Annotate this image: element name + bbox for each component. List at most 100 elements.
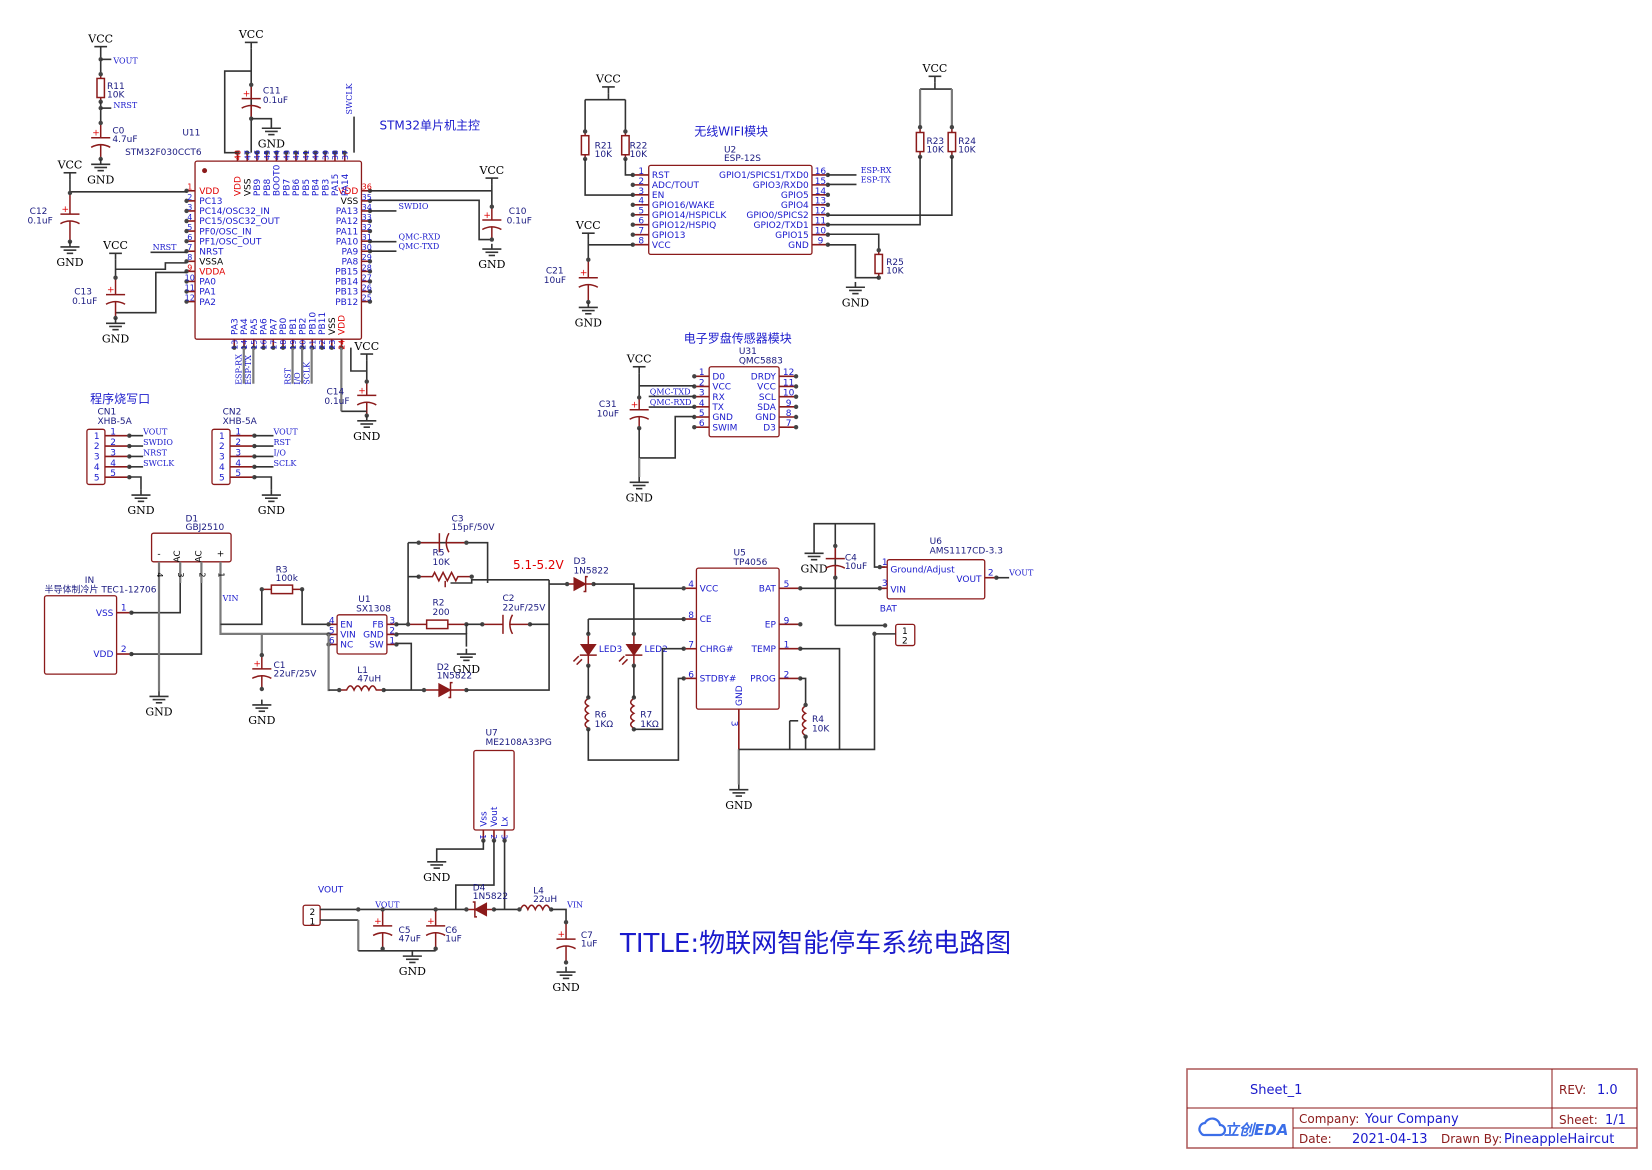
gnd-label: GND <box>145 706 172 719</box>
label: 3 <box>110 448 116 458</box>
lceda-logo: 立创EDA <box>1198 1117 1288 1139</box>
junction-dot <box>184 228 189 234</box>
wire <box>624 159 633 176</box>
pin-name: PB4 <box>312 178 322 196</box>
label: QMC5883 <box>739 357 783 367</box>
label: C10 <box>509 207 527 217</box>
label: SX1308 <box>356 605 391 615</box>
junction-dot <box>416 540 421 545</box>
vcc-label: VCC <box>57 159 83 172</box>
pin-name: VDD <box>234 176 244 196</box>
label: Ground/Adjust <box>890 565 955 575</box>
wire <box>254 476 273 490</box>
label: SWDIO <box>143 438 173 447</box>
pin-number: 24 <box>338 340 347 350</box>
label: U6 <box>930 537 943 547</box>
vcc-symbol: VCC <box>922 62 947 83</box>
pin-name: PA10 <box>336 237 359 247</box>
label: 8 <box>688 611 694 621</box>
label: GPIO4 <box>781 201 809 211</box>
label: LED3 <box>599 645 622 655</box>
pin-name: VDD <box>338 315 348 335</box>
junction-dot <box>464 907 469 912</box>
label: 3 <box>499 834 508 839</box>
polarity-mark: + <box>92 129 100 139</box>
vcc-symbol: VCC <box>595 73 621 94</box>
gnd-label: GND <box>800 562 827 575</box>
label: D3 <box>763 423 776 433</box>
inductor-icon <box>337 685 386 693</box>
label: 5 <box>94 473 100 483</box>
label: R24 <box>958 137 976 147</box>
label: AC <box>194 550 204 562</box>
gnd-symbol: GND <box>248 699 276 727</box>
label: R25 <box>886 258 904 268</box>
sheet-number: 1/1 <box>1605 1113 1626 1128</box>
label: RX <box>712 393 724 403</box>
pin-name: VSS <box>328 317 338 335</box>
pin-name: PA13 <box>336 207 358 217</box>
pin-number: 41 <box>302 150 311 160</box>
label: 2 <box>94 442 100 452</box>
label: 100k <box>276 574 299 584</box>
capacitor-plate <box>825 564 846 569</box>
junction-dot <box>917 125 923 130</box>
resistor-icon <box>874 247 884 280</box>
pin-name: PC13 <box>199 197 222 207</box>
junction-dot <box>367 299 373 304</box>
polarity-mark: + <box>483 211 491 221</box>
resistor-icon <box>405 619 469 630</box>
pin-number: 32 <box>362 223 372 232</box>
label: 1 <box>784 641 790 651</box>
vout-connector <box>302 904 321 927</box>
label: Lx <box>501 816 511 827</box>
gnd-symbol: GND <box>800 548 828 575</box>
label: 1 <box>882 558 888 568</box>
led-icon <box>618 631 643 668</box>
gnd-label: GND <box>725 799 752 812</box>
label: D2 <box>437 663 450 673</box>
junction-dot <box>356 907 361 912</box>
polarity-mark: + <box>427 917 435 927</box>
pin-name: PC14/OSC32_IN <box>199 207 270 217</box>
junction-dot <box>98 120 103 126</box>
pin-name: PB3 <box>321 179 331 196</box>
vcc-symbol: VCC <box>57 159 83 180</box>
label: 5 <box>235 469 241 479</box>
label: 2 <box>389 626 395 636</box>
wire <box>738 633 876 751</box>
label: 3 <box>389 616 395 626</box>
label: 14 <box>815 187 827 197</box>
junction-dot <box>630 212 636 217</box>
wire <box>448 681 453 699</box>
label: GPIO5 <box>781 191 809 201</box>
pin-name: PB7 <box>282 179 292 196</box>
gnd-label: GND <box>423 871 450 884</box>
pin-number: 36 <box>362 183 372 192</box>
pin-number: 34 <box>362 203 372 212</box>
pin1-marker <box>202 168 208 174</box>
pin-number: 7 <box>187 243 192 252</box>
polarity-mark: + <box>358 386 366 396</box>
junction-dot <box>631 631 637 637</box>
pin-name: BOOT0 <box>273 164 283 196</box>
cloud-icon <box>1198 1117 1227 1137</box>
pin-number: 4 <box>187 213 192 222</box>
junction-dot <box>793 374 799 379</box>
label: R22 <box>630 141 648 151</box>
junction-dot <box>433 907 438 912</box>
pin-number: 17 <box>269 340 278 350</box>
label: XHB-5A <box>98 417 133 427</box>
label: C6 <box>445 926 457 936</box>
label: 3 <box>728 721 738 727</box>
label: 13 <box>815 197 826 207</box>
label: 3 <box>219 453 225 463</box>
pin-number: 12 <box>185 294 195 303</box>
label: VIN <box>222 594 239 603</box>
label: D3 <box>573 557 586 567</box>
label: VSS <box>96 609 114 619</box>
label: 10K <box>595 150 613 160</box>
junction-dot <box>405 622 411 627</box>
